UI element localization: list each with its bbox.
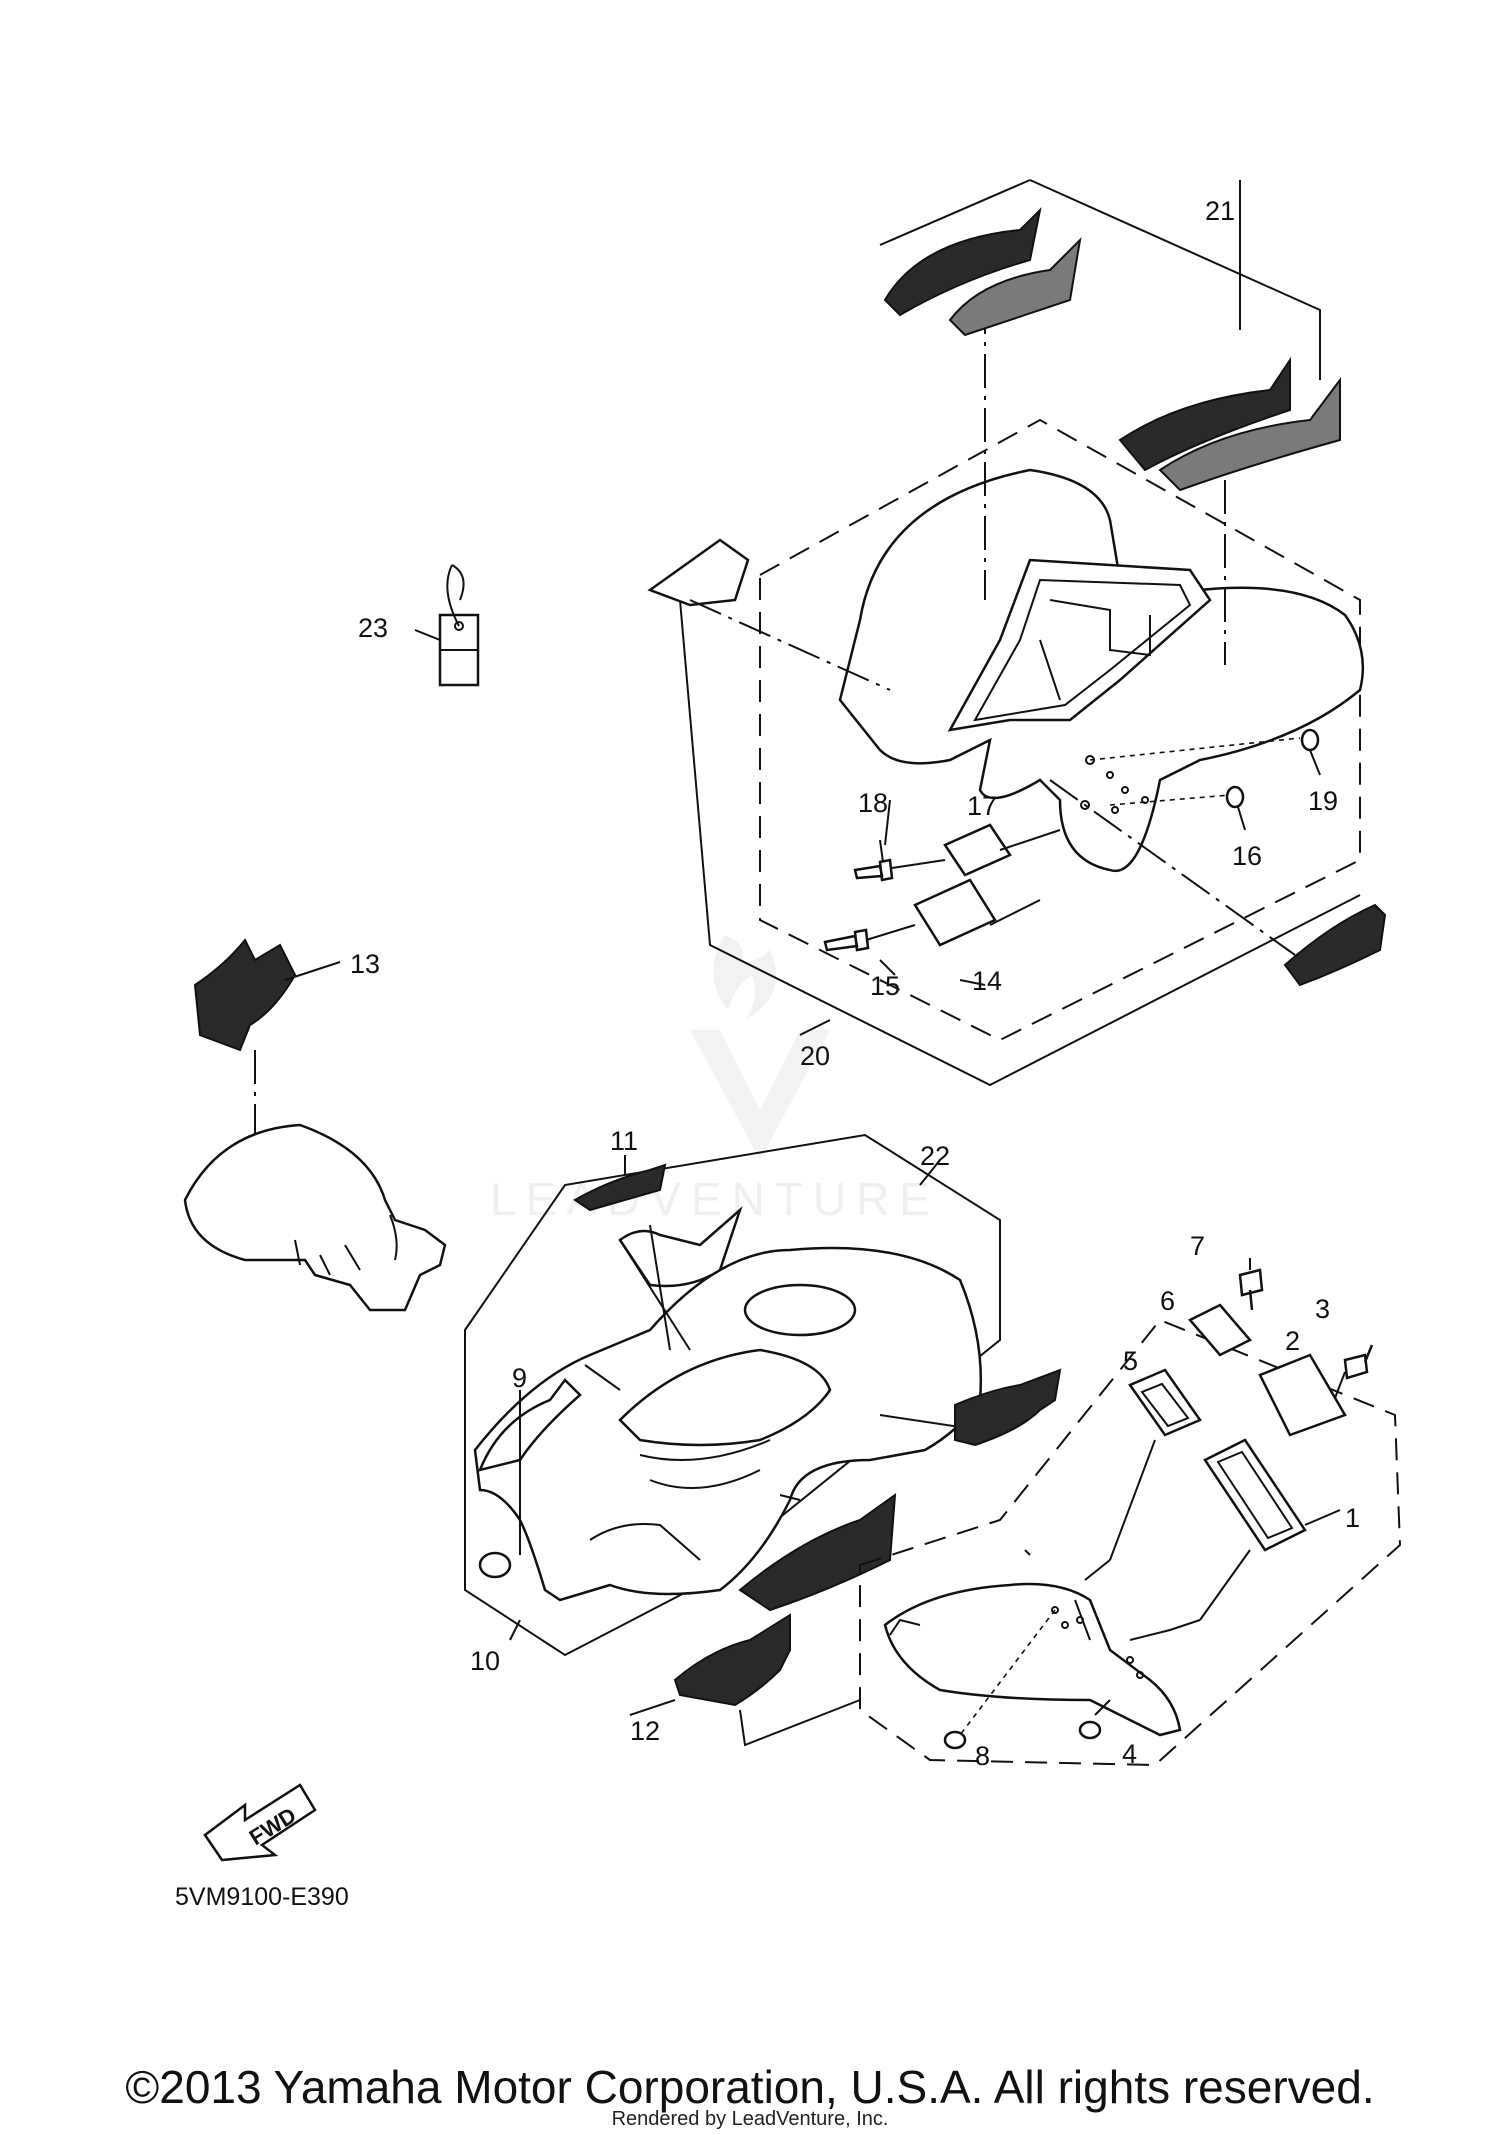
copyright-notice: ©2013 Yamaha Motor Corporation, U.S.A. A… (125, 2061, 1375, 2113)
front-fender-right-decal (954, 1368, 1062, 1447)
rear-fender-holes (1080, 755, 1149, 814)
rear-fender-tip (647, 538, 750, 607)
part-7-screw (1238, 1268, 1264, 1311)
decal-21-left-a (883, 206, 1042, 317)
seat-body (183, 1123, 447, 1312)
decal-21-left-b (948, 237, 1082, 337)
callout-5: 5 (1123, 1346, 1138, 1376)
front-fender-assembly (464, 1133, 1001, 1657)
rendered-by-notice: Rendered by LeadVenture, Inc. (611, 2108, 889, 2130)
callout-15: 15 (870, 971, 900, 1001)
callout-leaders (509, 959, 1031, 1716)
part-8-nut (943, 1730, 967, 1750)
front-fender-side-decal (738, 1492, 897, 1612)
rear-fender-side-decal (1283, 903, 1387, 987)
diagram-code: 5VM9100-E390 (175, 1883, 349, 1911)
seat (183, 1123, 447, 1312)
rear-fender-assembly (647, 300, 1365, 1087)
callout-7: 7 (1190, 1231, 1205, 1261)
part-2-plate (1258, 1353, 1347, 1437)
callout-17: 17 (967, 791, 997, 821)
callout-labels: 1 2 3 4 5 6 7 8 9 10 11 12 13 14 15 16 1… (350, 196, 1360, 1771)
callout-18: 18 (858, 788, 888, 818)
callout-19: 19 (1308, 786, 1338, 816)
rear-fender-dash-boundary (759, 418, 1361, 1042)
decal-12 (673, 1613, 791, 1707)
part-1-bracket (1203, 1438, 1307, 1552)
callout-8: 8 (975, 1741, 990, 1771)
part-23-label-tag (414, 564, 480, 687)
rear-fender-tray-inner (973, 578, 1192, 722)
part-16-grommet (1225, 785, 1245, 809)
mudguard-holes (1051, 1606, 1144, 1679)
callout-3: 3 (1315, 1294, 1330, 1324)
part-11-decal (573, 1163, 667, 1212)
callout-2: 2 (1285, 1326, 1300, 1356)
seat-decal-13 (193, 938, 297, 1052)
part-12-decal (673, 1613, 861, 1747)
part-3-screw (1343, 1344, 1374, 1380)
forward-direction-arrow: FWD (203, 1783, 317, 1862)
callout-13: 13 (350, 949, 380, 979)
watermark-text: LEADVENTURE (490, 1173, 940, 1225)
part-15-rivet (823, 928, 870, 952)
rear-fender-box (1039, 599, 1151, 701)
callout-4: 4 (1122, 1739, 1137, 1769)
callout-14: 14 (972, 966, 1002, 996)
decal-21-right-b (1158, 377, 1341, 492)
fuel-cap-recess (743, 1283, 857, 1337)
rear-fender-solid-box (679, 599, 1361, 1087)
part-4-nut (1078, 1720, 1102, 1740)
decal-21-right-a (1118, 356, 1291, 472)
part-9-plug (478, 1551, 512, 1579)
callout-1: 1 (1345, 1503, 1360, 1533)
callout-20: 20 (800, 1041, 830, 1071)
front-fender-fin-top (618, 1206, 743, 1288)
callout-12: 12 (630, 1716, 660, 1746)
part-19-grommet (1300, 728, 1320, 752)
part-18-rivet (853, 858, 894, 882)
callout-23: 23 (358, 613, 388, 643)
mudguard-dash-boundary (859, 1318, 1402, 1767)
callout-16: 16 (1232, 841, 1262, 871)
decal-set-21 (879, 179, 1341, 492)
part-14-plate (913, 878, 997, 947)
callout-6: 6 (1160, 1286, 1175, 1316)
callout-11: 11 (610, 1126, 638, 1156)
decal-set-21-bracket (1029, 179, 1321, 380)
mudguard-body (883, 1582, 1182, 1737)
part-17-plate (943, 823, 1012, 877)
callout-9: 9 (512, 1363, 527, 1393)
front-fender-hood (618, 1348, 832, 1447)
part-6-plate (1188, 1303, 1252, 1357)
front-fender-fin-left (477, 1378, 582, 1472)
part-5-gasket (1128, 1368, 1202, 1437)
rear-fender-seat-tray (947, 558, 1212, 732)
mudguard-assembly (859, 1258, 1402, 1767)
callout-21: 21 (1205, 196, 1235, 226)
callout-10: 10 (470, 1646, 500, 1676)
watermark-logo: LEADVENTURE (490, 935, 940, 1225)
